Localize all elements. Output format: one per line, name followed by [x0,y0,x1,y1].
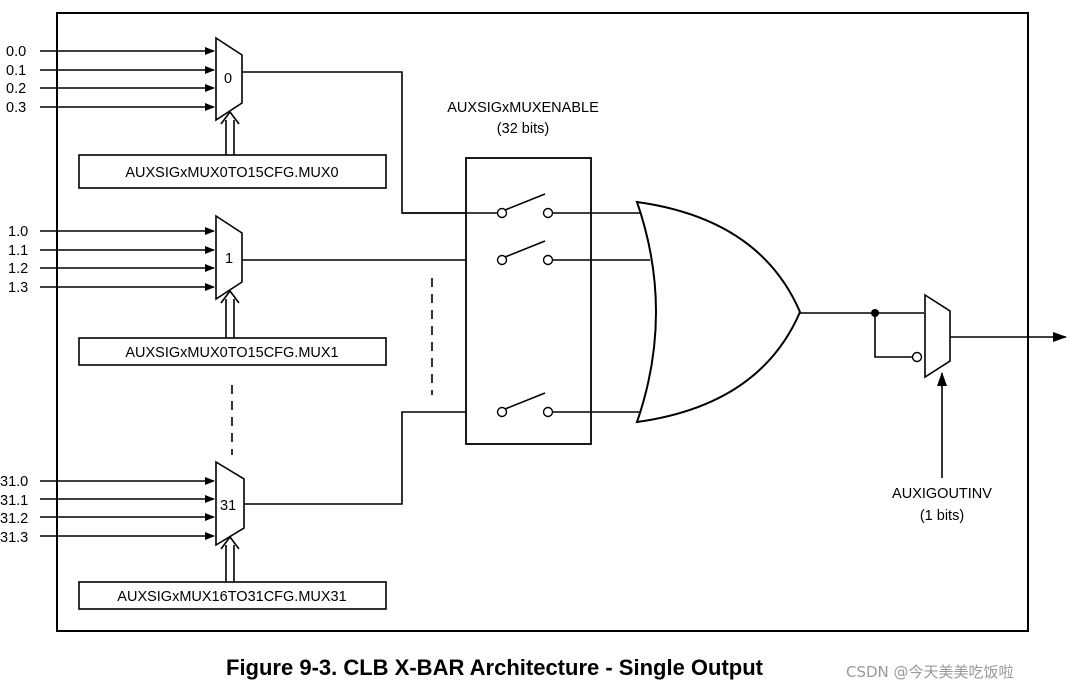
or-gate [635,200,802,424]
mux0-input-label-0: 0.0 [6,44,26,60]
mux0-select-head [220,110,240,125]
mux31-input-label-3: 31.3 [0,530,28,546]
mux31-input-label-0: 31.0 [0,474,28,490]
mux1-select-head [220,289,240,304]
enable-title: AUXSIGxMUXENABLE [447,100,599,116]
switch0-contact-right [542,207,554,219]
switch31-contact-right [542,406,554,418]
invert-bits: (1 bits) [920,508,964,524]
outer-frame [56,12,1029,632]
mux0-number: 0 [224,71,232,87]
mux31-select-head [220,535,240,550]
mux0-input-label-3: 0.3 [6,100,26,116]
mux-31-group: 31.0 31.1 31.2 31.3 31 AUXSIGxMUX16TO31C… [0,411,498,610]
mux1-shape [215,214,243,301]
mux1-config-box [78,337,387,366]
enable-switch-block: AUXSIGxMUXENABLE (32 bits) [402,100,650,445]
invert-mux-group: AUXIGOUTINV (1 bits) [871,293,1067,524]
mux0-input-label-1: 0.1 [6,63,26,79]
mux31-number: 31 [220,498,236,514]
mux-1-group: 1.0 1.1 1.2 1.3 1 AUXSIGxMUX0TO15CFG.MUX… [8,214,498,366]
mux31-shape [215,460,245,547]
switch1-contact-right [542,254,554,266]
watermark: CSDN @今天美美吃饭啦 [846,663,1014,681]
mux0-output-route [242,71,498,214]
mux1-config-label: AUXSIGxMUX0TO15CFG.MUX1 [125,345,338,361]
mux31-output-route [244,411,498,505]
invert-title: AUXIGOUTINV [892,486,992,502]
mux1-input-label-3: 1.3 [8,280,28,296]
switch0-contact-left [496,207,508,219]
switch1-contact-left [496,254,508,266]
mux0-input-label-2: 0.2 [6,81,26,97]
enable-bits: (32 bits) [497,121,549,137]
mux31-config-label: AUXSIGxMUX16TO31CFG.MUX31 [117,589,346,605]
switch1-blade [504,240,546,258]
switch31-blade [504,392,546,410]
mux31-config-box [78,581,387,610]
mux-0-group: 0.0 0.1 0.2 0.3 0 AUXSIGxMUX0TO15CFG.MUX… [6,36,498,214]
mux1-input-label-1: 1.1 [8,243,28,259]
switch31-contact-left [496,406,508,418]
mux31-input-label-2: 31.2 [0,511,28,527]
invert-mux-shape [924,293,951,379]
figure-caption: Figure 9-3. CLB X-BAR Architecture - Sin… [226,655,764,680]
mux1-input-label-0: 1.0 [8,224,28,240]
mux1-number: 1 [225,251,233,267]
switch0-blade [504,193,546,211]
invert-loop [874,313,912,358]
mux1-input-label-2: 1.2 [8,261,28,277]
mux0-config-box [78,154,387,189]
mux0-shape [215,36,243,122]
mux31-input-label-1: 31.1 [0,493,28,509]
invert-bubble [911,351,923,363]
mux0-config-label: AUXSIGxMUX0TO15CFG.MUX0 [125,165,338,181]
enable-switch-box [465,157,592,445]
